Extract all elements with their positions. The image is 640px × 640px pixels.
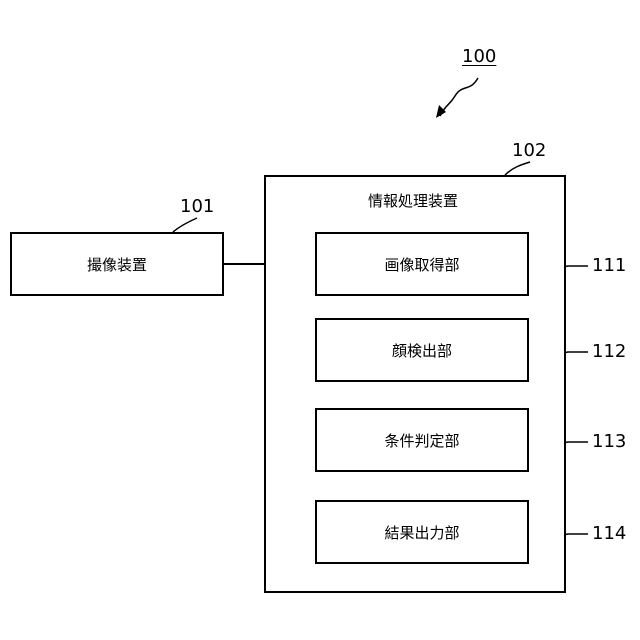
condition-judgment-unit-box: 条件判定部: [315, 408, 529, 472]
camera-box: 撮像装置: [10, 232, 224, 296]
processor-leader-line: [505, 162, 530, 175]
face-detection-unit-label: 顔検出部: [392, 340, 452, 361]
result-output-unit-box: 結果出力部: [315, 500, 529, 564]
unit-113-ref-number: 113: [592, 433, 626, 451]
camera-leader-line: [173, 218, 197, 232]
camera-ref-number: 101: [180, 198, 214, 216]
unit-112-ref-number: 112: [592, 343, 626, 361]
info-processor-title: 情報処理装置: [368, 190, 458, 211]
condition-judgment-unit-label: 条件判定部: [384, 430, 459, 451]
image-acquisition-unit-label: 画像取得部: [384, 254, 459, 275]
processor-ref-number: 102: [512, 142, 546, 160]
unit-114-ref-number: 114: [592, 525, 626, 543]
system-ref-number: 100: [462, 48, 496, 66]
face-detection-unit-box: 顔検出部: [315, 318, 529, 382]
result-output-unit-label: 結果出力部: [384, 522, 459, 543]
camera-label: 撮像装置: [87, 254, 147, 275]
system-pointer-arrowhead: [436, 105, 446, 118]
system-pointer-arrow: [440, 78, 478, 116]
image-acquisition-unit-box: 画像取得部: [315, 232, 529, 296]
unit-111-ref-number: 111: [592, 257, 626, 275]
